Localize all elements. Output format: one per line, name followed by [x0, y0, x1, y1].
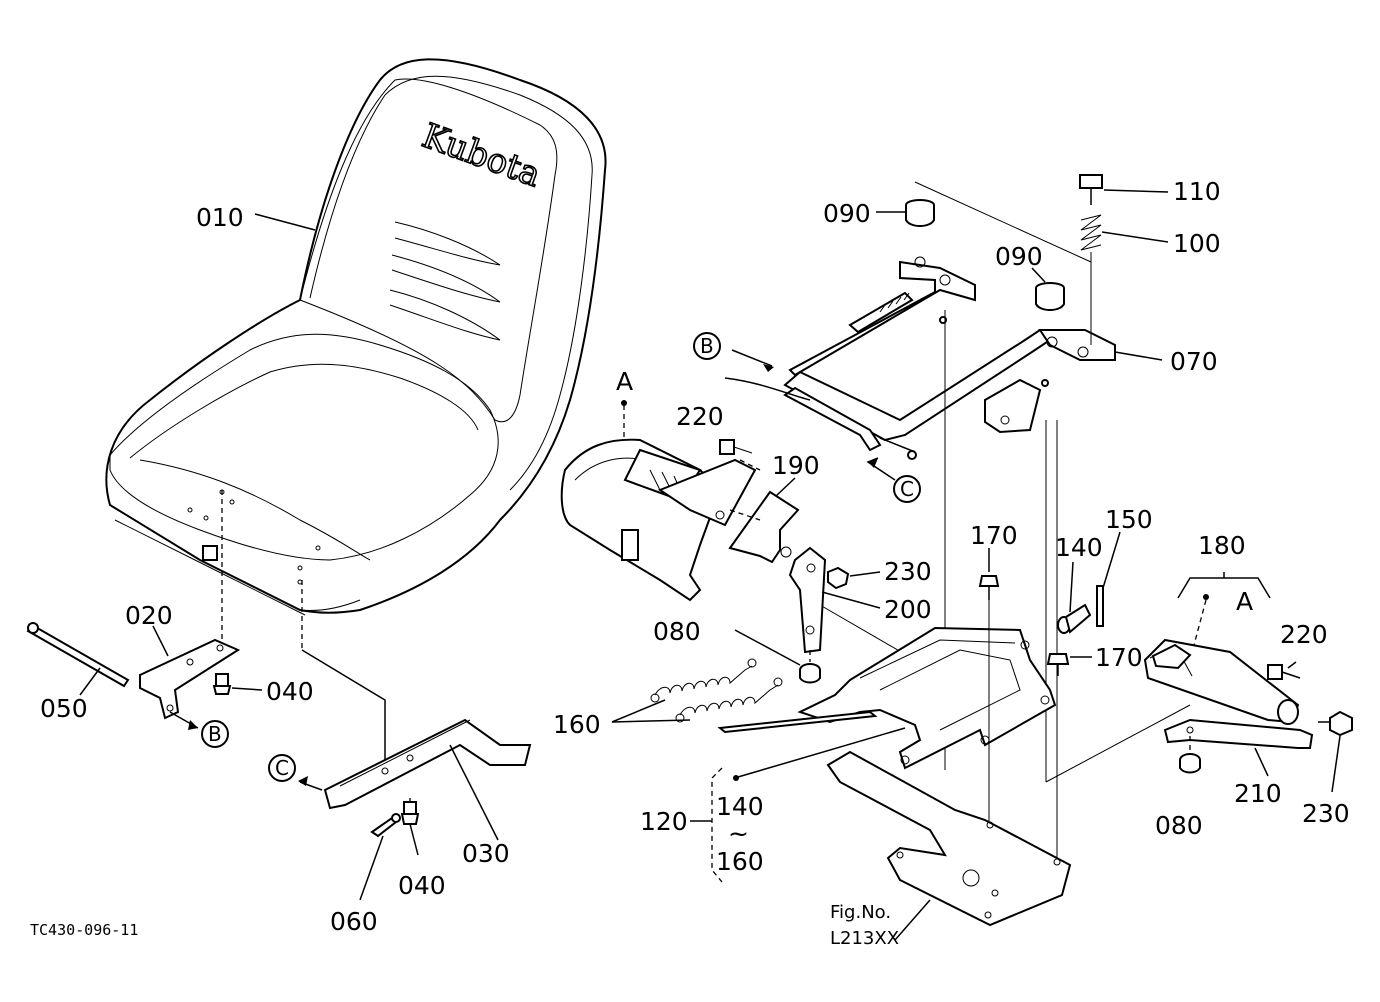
bracket-200 — [788, 546, 827, 654]
seat-suspension-base — [717, 626, 1057, 770]
seat-rail-assembly — [724, 256, 1116, 460]
knob-090-left — [905, 199, 935, 227]
callout-040-right: 040 — [398, 871, 446, 900]
callout-080-right: 080 — [1155, 811, 1203, 840]
callout-010: 010 — [196, 203, 244, 232]
ref-circle-b-bracket: B — [201, 720, 229, 748]
callout-080-left: 080 — [653, 617, 701, 646]
callout-030: 030 — [462, 839, 510, 868]
callout-120-range-tilde: ~ — [728, 819, 749, 848]
nut-080-left — [799, 663, 821, 684]
callout-090-right: 090 — [995, 242, 1043, 271]
callout-100: 100 — [1173, 229, 1221, 258]
screw-220-right — [1267, 664, 1301, 680]
callout-170-right: 170 — [1095, 643, 1143, 672]
callout-090-left: 090 — [823, 199, 871, 228]
callout-160-springs: 160 — [553, 710, 601, 739]
ref-circle-c-rail: C — [893, 475, 921, 503]
svg-text:B: B — [700, 334, 714, 358]
bolt-170-right — [1046, 653, 1070, 676]
callout-110: 110 — [1173, 177, 1221, 206]
lower-base-plate — [826, 750, 1072, 927]
callout-020: 020 — [125, 601, 173, 630]
callout-230-left: 230 — [884, 557, 932, 586]
callout-230-right: 230 — [1302, 799, 1350, 828]
seat-mount-bracket-left — [26, 622, 241, 720]
figure-number-value: L213XX — [830, 928, 899, 949]
callout-200: 200 — [884, 595, 932, 624]
callout-140-collar: 140 — [1055, 533, 1103, 562]
pin-150 — [1096, 585, 1104, 627]
bolt-170-top — [978, 575, 1000, 600]
callout-220-right: 220 — [1280, 620, 1328, 649]
screw-220-left — [719, 439, 753, 455]
knob-090-right — [1035, 282, 1065, 311]
pin-060 — [370, 813, 401, 838]
callout-220-left: 220 — [676, 402, 724, 431]
callout-170-top: 170 — [970, 521, 1018, 550]
figure-number-label: Fig.No. — [830, 902, 891, 923]
callout-120-range-start: 140 — [716, 792, 764, 821]
svg-text:C: C — [275, 756, 289, 780]
seat-mount-bracket-right — [323, 718, 532, 810]
bolt-040-right — [400, 801, 420, 825]
svg-text:B: B — [208, 722, 222, 746]
plate-190 — [728, 490, 800, 564]
nut-080-right — [1179, 753, 1201, 774]
seat-switch-180 — [1143, 638, 1300, 725]
nut-230-left — [827, 566, 850, 590]
seat-drawing: Kubota — [105, 58, 607, 616]
callout-040-left: 040 — [266, 677, 314, 706]
callout-210: 210 — [1234, 779, 1282, 808]
bolt-110 — [1079, 174, 1103, 205]
callout-050: 050 — [40, 694, 88, 723]
springs-160 — [650, 658, 783, 723]
seat-belt-retractor — [560, 438, 757, 602]
collar-140 — [1057, 603, 1092, 634]
callout-070: 070 — [1170, 347, 1218, 376]
nut-230-right — [1329, 710, 1353, 737]
bolt-040-left — [212, 673, 232, 695]
ref-circle-c-bracket: C — [268, 754, 296, 782]
bracket-210 — [1163, 718, 1314, 749]
ref-letter-a-right: A — [1236, 587, 1253, 616]
drawing-code: TC430-096-11 — [30, 921, 138, 939]
callout-120-range-end: 160 — [716, 847, 764, 876]
callout-180: 180 — [1198, 531, 1246, 560]
callout-150: 150 — [1105, 505, 1153, 534]
ref-letter-a-left: A — [616, 367, 633, 396]
ref-circle-b-rail: B — [693, 332, 721, 360]
spring-100 — [1080, 214, 1102, 251]
callout-120: 120 — [640, 807, 688, 836]
svg-text:C: C — [900, 477, 914, 501]
callout-190: 190 — [772, 451, 820, 480]
callout-060: 060 — [330, 907, 378, 936]
